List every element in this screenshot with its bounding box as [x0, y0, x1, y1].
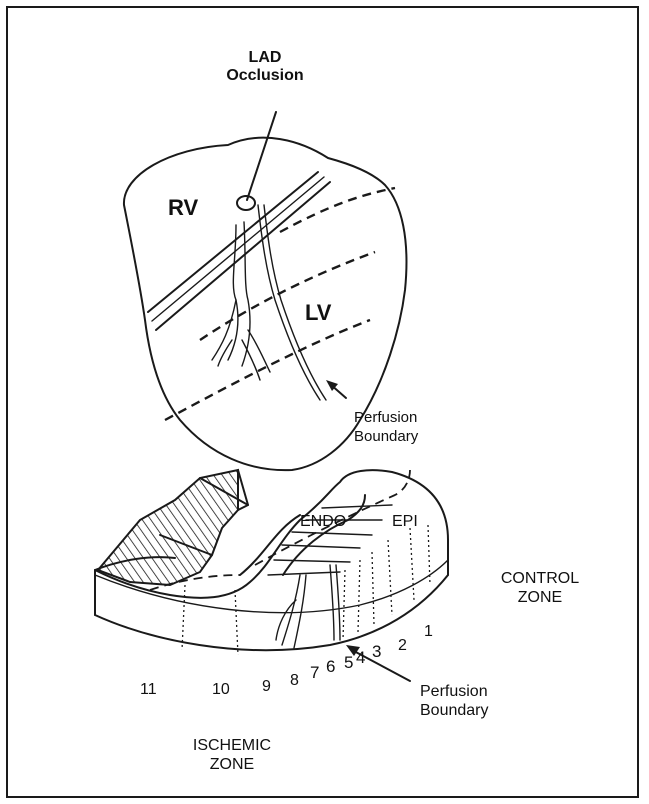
segment-number: 8	[290, 672, 299, 689]
segment-number: 6	[326, 657, 335, 676]
segment-number: 9	[262, 678, 271, 695]
segment-number: 7	[310, 663, 319, 682]
lad-label-line1: LAD	[249, 49, 282, 66]
rv-label: RV	[168, 195, 198, 220]
segment-number: 5	[344, 653, 353, 672]
segment-number: 2	[398, 637, 407, 654]
bottom-boundary-label-line2: Boundary	[420, 702, 489, 719]
top-boundary-arrow	[326, 380, 346, 398]
epi-label: EPI	[392, 513, 418, 530]
segment-lines-front	[182, 525, 430, 655]
top-boundary-label-line1: Perfusion	[354, 409, 417, 426]
segment-number: 3	[372, 642, 381, 661]
occlusion-pointer	[247, 112, 276, 200]
control-zone-line1: CONTROL	[501, 570, 579, 587]
segment-number: 10	[212, 681, 230, 698]
lad-label-line2: Occlusion	[226, 67, 303, 84]
segment-number: 1	[424, 623, 433, 640]
top-boundary-label-line2: Boundary	[354, 428, 419, 445]
segment-numbers: 11 10 9 8 7 6 5 4 3 2 1	[140, 623, 433, 698]
lv-label: LV	[305, 300, 332, 325]
segment-number: 11	[140, 681, 157, 698]
segment-number: 4	[356, 648, 365, 667]
occlusion-site	[237, 196, 255, 210]
endo-label: ENDO	[300, 513, 346, 530]
hatched-block	[98, 470, 248, 585]
control-zone-line2: ZONE	[518, 589, 562, 606]
ischemic-zone-line1: ISCHEMIC	[193, 737, 271, 754]
slab-arteries	[276, 565, 340, 648]
slice-lines	[165, 188, 395, 420]
ischemic-zone-line2: ZONE	[210, 756, 254, 773]
bottom-boundary-label-line1: Perfusion	[420, 683, 488, 700]
